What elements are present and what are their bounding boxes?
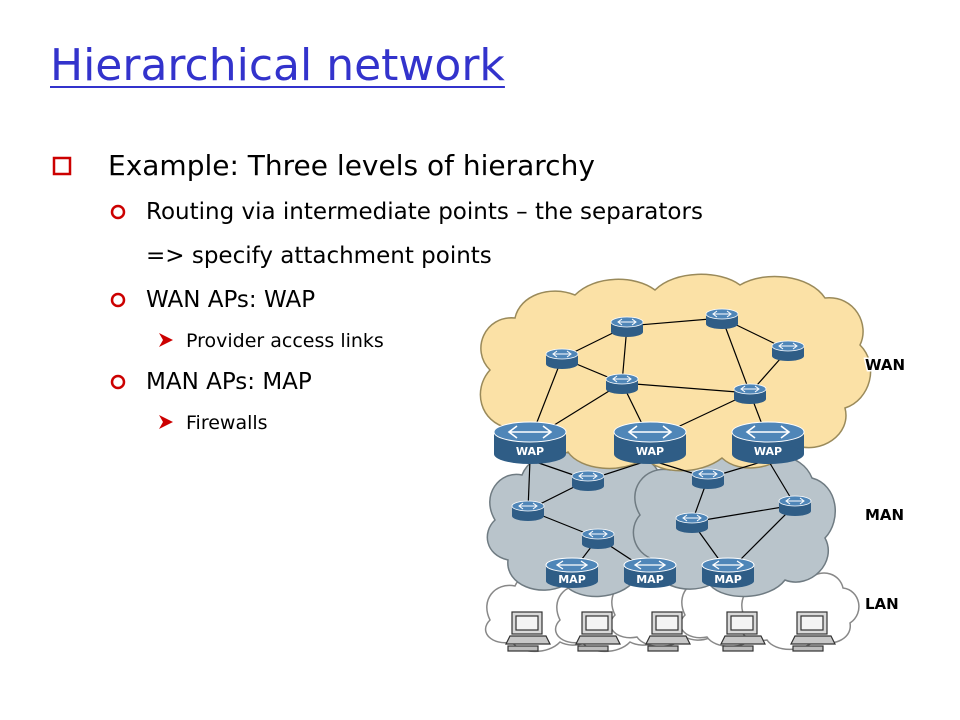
router-icon xyxy=(581,528,615,549)
bullet-list: Example: Three levels of hierarchy Routi… xyxy=(50,142,870,442)
map-router-icon: MAP xyxy=(545,557,599,588)
router-icon xyxy=(605,373,639,394)
link-man-4 xyxy=(691,504,796,523)
wap-label: WAP xyxy=(754,445,782,458)
router-icon xyxy=(511,500,545,521)
bullet-man-aps: MAN APs: MAP xyxy=(50,360,870,404)
wap-router-icon: WAP xyxy=(731,421,805,464)
bullet-routing-continued: => specify attachment points xyxy=(50,234,870,278)
network-hierarchy-diagram: WAP WAP WAP MAP xyxy=(479,273,907,653)
map-routers: MAP MAP MAP xyxy=(545,557,755,588)
circle-bullet-icon xyxy=(110,204,126,220)
router-icon xyxy=(705,308,739,329)
circle-bullet-icon xyxy=(110,292,126,308)
wap-label: WAP xyxy=(636,445,664,458)
workstation-icon xyxy=(505,611,551,652)
bullet-text: Firewalls xyxy=(186,412,268,434)
workstation-icon xyxy=(645,611,691,652)
layer-label-wan: WAN xyxy=(865,356,905,374)
wan-routers xyxy=(545,308,805,404)
wap-routers: WAP WAP WAP xyxy=(493,421,805,464)
bullet-routing: Routing via intermediate points – the se… xyxy=(50,190,870,234)
bullet-provider: Provider access links xyxy=(50,322,870,360)
map-label: MAP xyxy=(714,573,742,586)
bullet-text: Example: Three levels of hierarchy xyxy=(108,149,595,182)
wap-router-icon: WAP xyxy=(613,421,687,464)
map-label: MAP xyxy=(636,573,664,586)
wap-router-icon: WAP xyxy=(493,421,567,464)
workstation-icon xyxy=(575,611,621,652)
wap-label: WAP xyxy=(516,445,544,458)
bullet-text: Provider access links xyxy=(186,330,384,352)
router-icon xyxy=(571,470,605,491)
router-icon xyxy=(610,316,644,337)
checkbox-bullet-icon xyxy=(52,156,72,176)
arrowhead-bullet-icon xyxy=(159,415,173,429)
link-wan-8 xyxy=(621,382,751,394)
map-label: MAP xyxy=(558,573,586,586)
router-icon xyxy=(733,383,767,404)
map-router-icon: MAP xyxy=(701,557,755,588)
slide-title: Hierarchical network xyxy=(50,40,505,91)
link-wan-5 xyxy=(721,317,751,394)
workstation-icon xyxy=(720,611,766,652)
bullet-text: WAN APs: WAP xyxy=(146,287,316,313)
bullet-wan-aps: WAN APs: WAP xyxy=(50,278,870,322)
layer-label-man: MAN xyxy=(865,506,904,524)
man-routers xyxy=(511,468,812,549)
bullet-firewalls: Firewalls xyxy=(50,404,870,442)
arrowhead-bullet-icon xyxy=(159,333,173,347)
bullet-text: MAN APs: MAP xyxy=(146,369,312,395)
workstations xyxy=(505,611,836,652)
bullet-text: => specify attachment points xyxy=(146,243,492,269)
router-icon xyxy=(778,495,812,516)
router-icon xyxy=(545,348,579,369)
router-icon xyxy=(771,340,805,361)
layer-label-lan: LAN xyxy=(865,595,899,613)
router-icon xyxy=(675,512,709,533)
bullet-level1: Example: Three levels of hierarchy xyxy=(50,142,870,190)
map-router-icon: MAP xyxy=(623,557,677,588)
bullet-text: Routing via intermediate points – the se… xyxy=(146,199,703,225)
router-icon xyxy=(691,468,725,489)
workstation-icon xyxy=(790,611,836,652)
circle-bullet-icon xyxy=(110,374,126,390)
